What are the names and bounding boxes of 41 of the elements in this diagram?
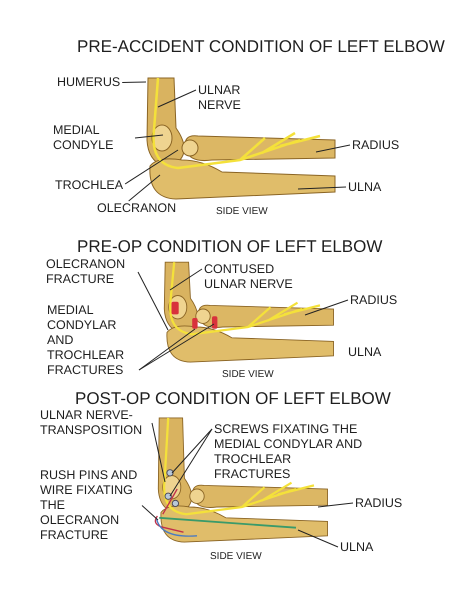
leader-line (142, 505, 158, 520)
panel-heading: PRE-ACCIDENT CONDITION OF LEFT ELBOW (77, 37, 445, 57)
part-label: HUMERUS (57, 75, 120, 90)
leader-line (138, 272, 168, 330)
leader-line (298, 530, 338, 548)
panel-heading: POST-OP CONDITION OF LEFT ELBOW (75, 389, 391, 409)
leader-line (298, 186, 346, 190)
leader-line (170, 428, 212, 496)
part-label: ULNAR NERVE- TRANSPOSITION (40, 408, 144, 438)
leader-line (138, 328, 196, 370)
leader-line (124, 150, 178, 184)
leader-line (128, 174, 160, 202)
part-label: MEDIAL CONDYLAR AND TROCHLEAR FRACTURES (47, 303, 126, 378)
part-label: OLECRANON FRACTURE (46, 257, 126, 287)
part-label: ULNA (348, 345, 382, 360)
leader-line (304, 300, 348, 316)
part-label: ULNA (340, 540, 374, 555)
leader-line (158, 90, 196, 108)
part-label: RUSH PINS AND WIRE FIXATING THE OLECRANON FRACTURE (40, 468, 138, 543)
leader-line (316, 144, 350, 152)
leader-line (138, 324, 214, 370)
view-caption: SIDE VIEW (222, 369, 274, 380)
part-label: TROCHLEA (55, 178, 124, 193)
panel-heading: PRE-OP CONDITION OF LEFT ELBOW (77, 237, 382, 257)
part-label: MEDIAL CONDYLE (53, 123, 114, 153)
part-label: OLECRANON (97, 201, 176, 216)
leader-line (134, 134, 164, 138)
part-label: ULNA (348, 180, 382, 195)
leader-line (122, 82, 146, 83)
leader-line (170, 268, 202, 290)
part-label: ULNAR NERVE (198, 83, 242, 113)
part-label: RADIUS (350, 293, 398, 308)
leader-line (318, 502, 354, 508)
leader-line (172, 428, 212, 474)
part-label: RADIUS (355, 496, 402, 511)
part-label: SCREWS FIXATING THE MEDIAL CONDYLAR AND TROCHLEAR FRACTURES (214, 422, 364, 482)
part-label: RADIUS (352, 138, 400, 153)
view-caption: SIDE VIEW (216, 206, 268, 217)
view-caption: SIDE VIEW (210, 551, 262, 562)
part-label: CONTUSED ULNAR NERVE (204, 262, 294, 292)
leader-line (152, 422, 166, 482)
